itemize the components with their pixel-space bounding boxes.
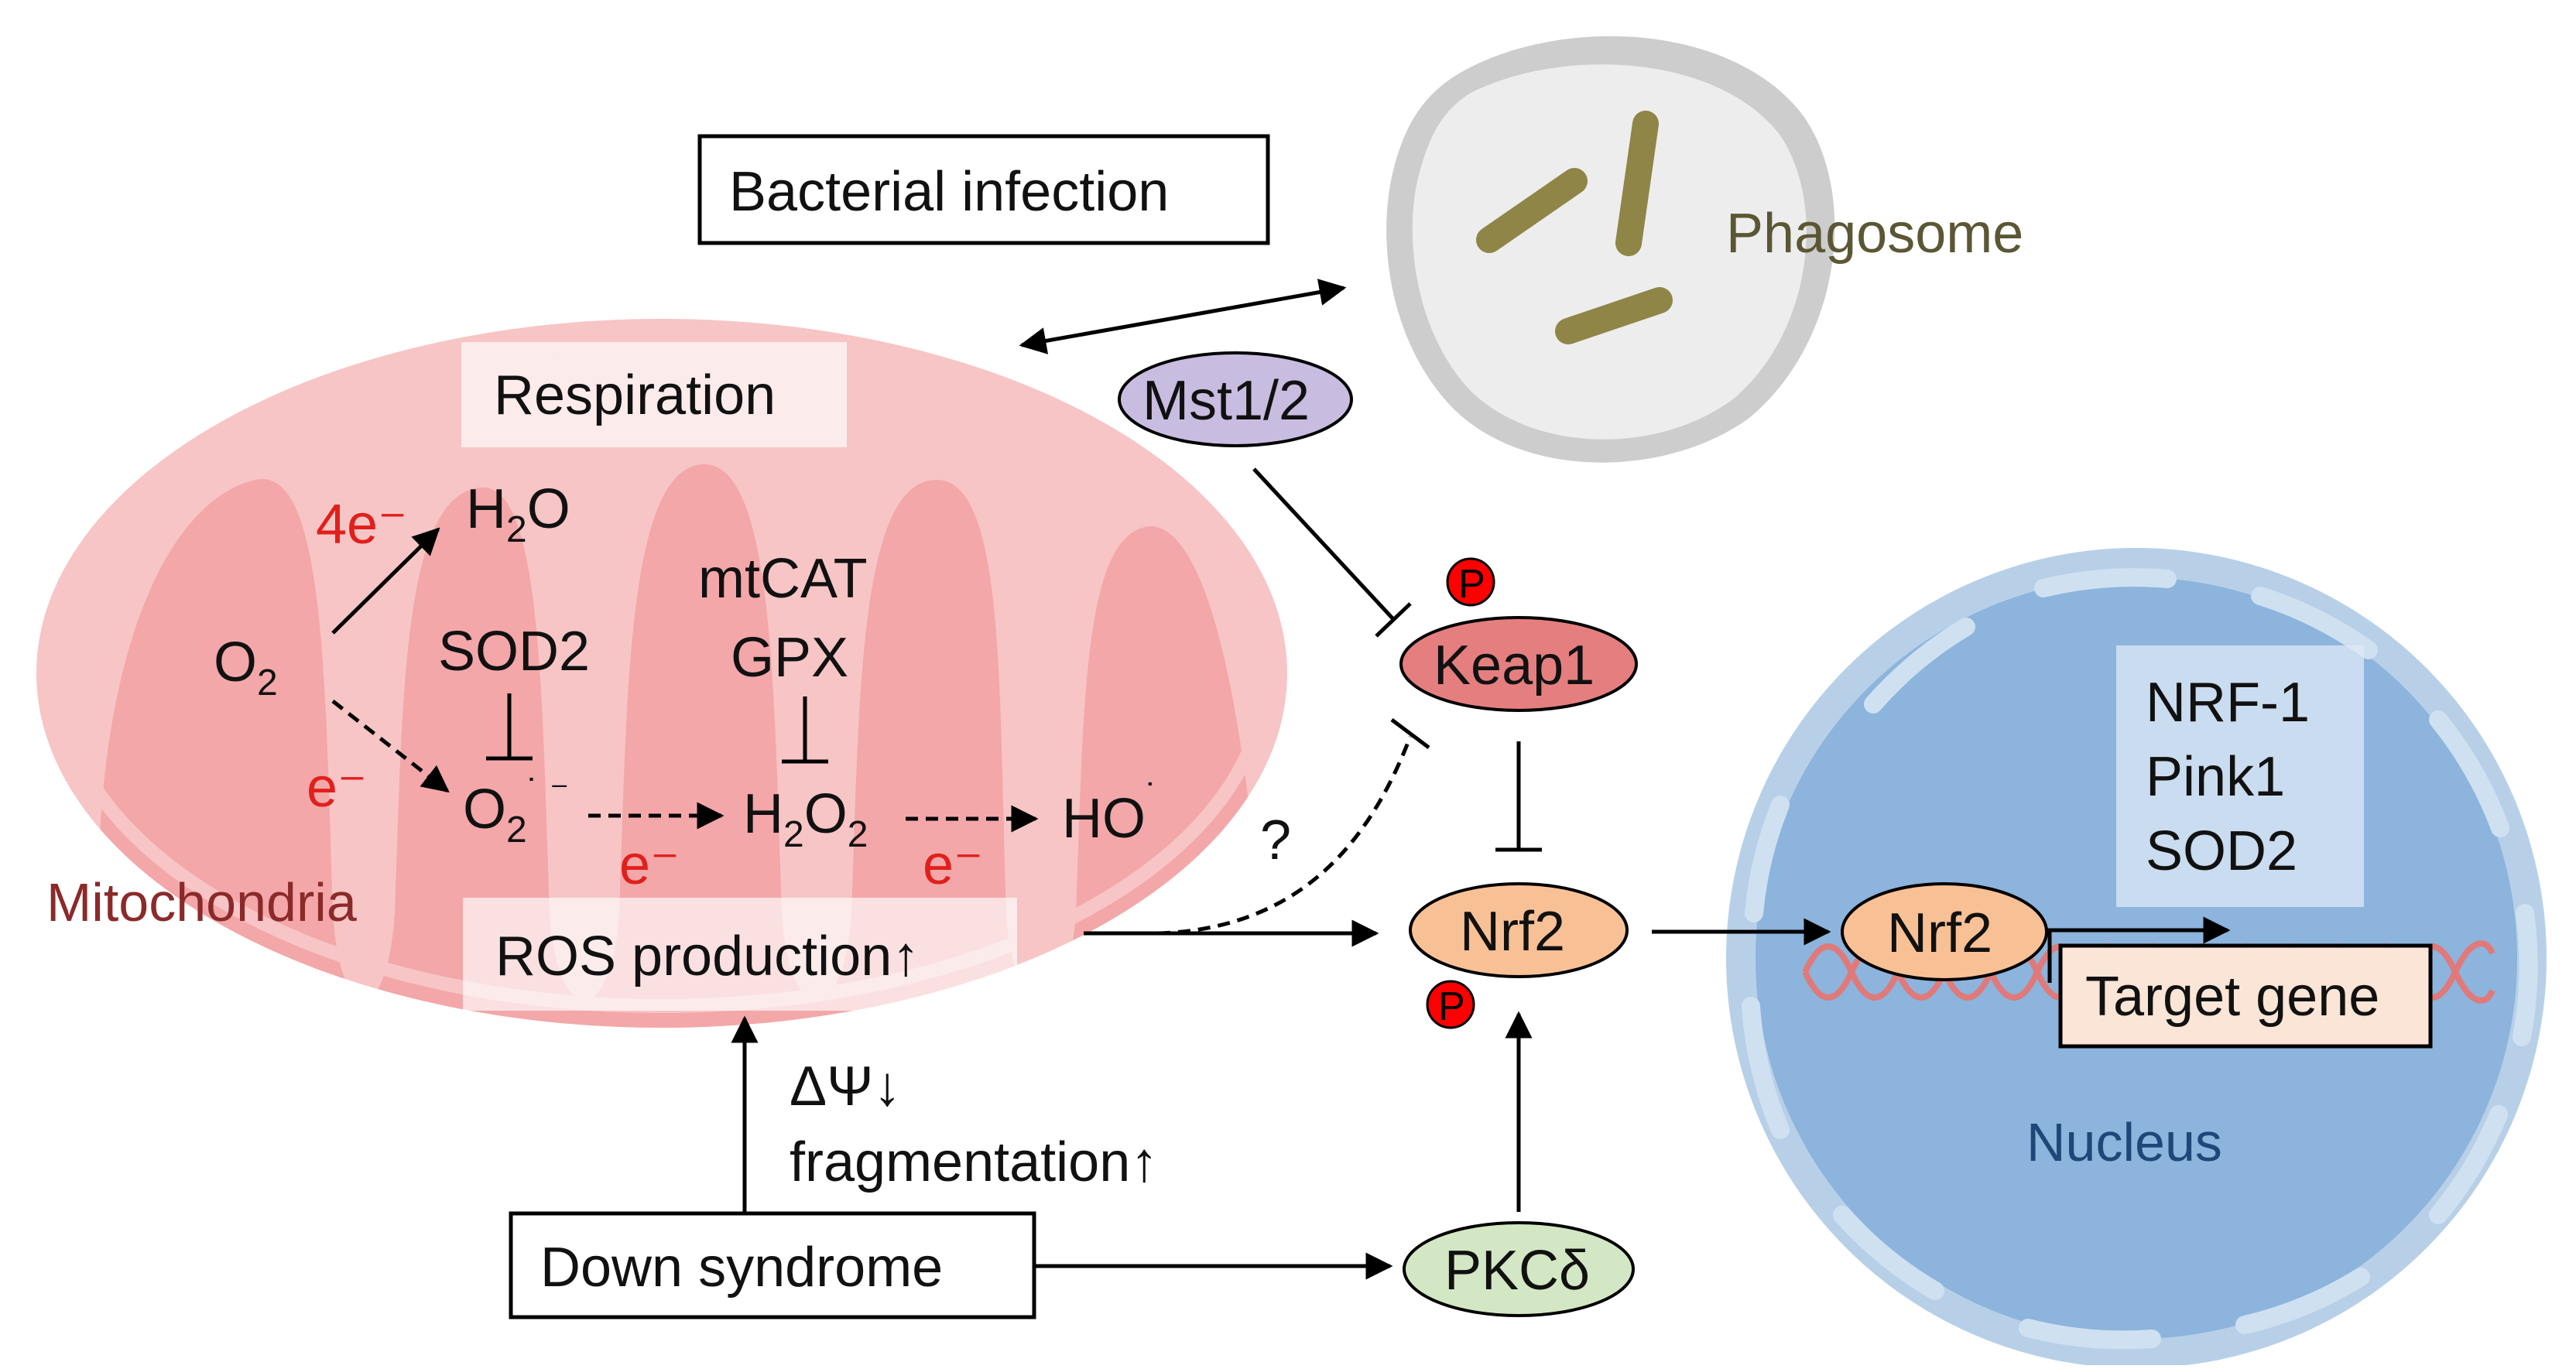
down-syndrome-box [509,1211,1036,1319]
bacterium [1555,287,1673,344]
pkc-label: PKCδ [1444,1240,1590,1302]
respiratory-chemistry: O2 H2O 4e⁻ e⁻ O2˙ ⁻ H2O2 HO˙ e⁻ e⁻ SOD2 … [214,478,1158,896]
phagosome-mitochondria-arrow [1019,279,1347,354]
respiration-label: Respiration [494,364,776,426]
superoxide-label: O2˙ ⁻ [463,772,569,850]
phagosome-label: Phagosome [1726,203,2023,265]
ros-production-label: ROS production↑ [495,926,920,987]
four-electrons-label: 4e⁻ [316,494,407,556]
nrf2-cytoplasmic-label: Nrf2 [1460,901,1565,963]
mitochondria-label: Mitochondria [46,872,357,933]
gene-list-item: SOD2 [2146,820,2297,882]
unknown-link-label: ? [1260,809,1291,871]
keap1-label: Keap1 [1434,635,1595,696]
ros-production-box [463,898,1017,1011]
hydroxyl-label: HO˙ [1062,777,1158,850]
o2-label: O2 [214,631,278,703]
o2-to-superoxide-arrow [331,700,450,793]
phagosome [1386,36,1835,463]
mst-inhibits-keap1-line [1252,467,1395,621]
sod2-label: SOD2 [438,621,590,683]
fragmentation-label: fragmentation↑ [790,1131,1158,1193]
mtcat-label: mtCAT [698,548,868,610]
mst-inhibits-keap1-bar [1375,602,1412,638]
keap1-node [1399,616,1638,712]
ros-to-keap1-dashed [1157,736,1413,936]
bacterium [1615,111,1659,256]
mst-node [1118,351,1353,447]
ros-to-keap1-bar [1390,718,1430,749]
phagosome-inner [1412,64,1807,440]
down-syndrome-label: Down syndrome [540,1237,943,1299]
nrf2-phospho-badge [1426,980,1475,1029]
membrane-potential-label: ΔΨ↓ [790,1056,901,1117]
respiration-box [461,342,847,447]
transcription-arrow [2047,916,2231,983]
h2o-label: H2O [466,478,570,550]
nrf2-nuclear-node [1841,882,2048,981]
o2-to-h2o-arrow [331,527,440,635]
bacterial-infection-label: Bacterial infection [729,161,1169,223]
mst-label: Mst1/2 [1142,370,1310,432]
bacterium [1476,168,1588,253]
gene-list-box [2116,645,2364,907]
electron-label-3: e⁻ [923,834,983,896]
gene-list-item: NRF-1 [2146,672,2310,734]
nrf2-cytoplasmic-node [1409,882,1629,978]
target-gene-label: Target gene [2085,966,2379,1028]
electron-label-2: e⁻ [619,834,680,896]
keap1-phospho-badge [1446,557,1495,607]
target-gene-box [2058,943,2433,1049]
gpx-label: GPX [731,627,848,689]
electron-label-1: e⁻ [307,757,367,819]
nrf2-nuclear-label: Nrf2 [1887,902,1992,964]
h2o2-label: H2O2 [743,783,868,855]
gene-list-item: Pink1 [2146,746,2285,808]
pkc-node [1403,1221,1635,1317]
nucleus-label: Nucleus [2026,1112,2222,1172]
bacterial-infection-box [697,134,1270,245]
nuclear-pores [1742,568,2538,1350]
keap1-phospho-label: P [1458,562,1485,607]
nrf2-phospho-label: P [1438,984,1465,1029]
